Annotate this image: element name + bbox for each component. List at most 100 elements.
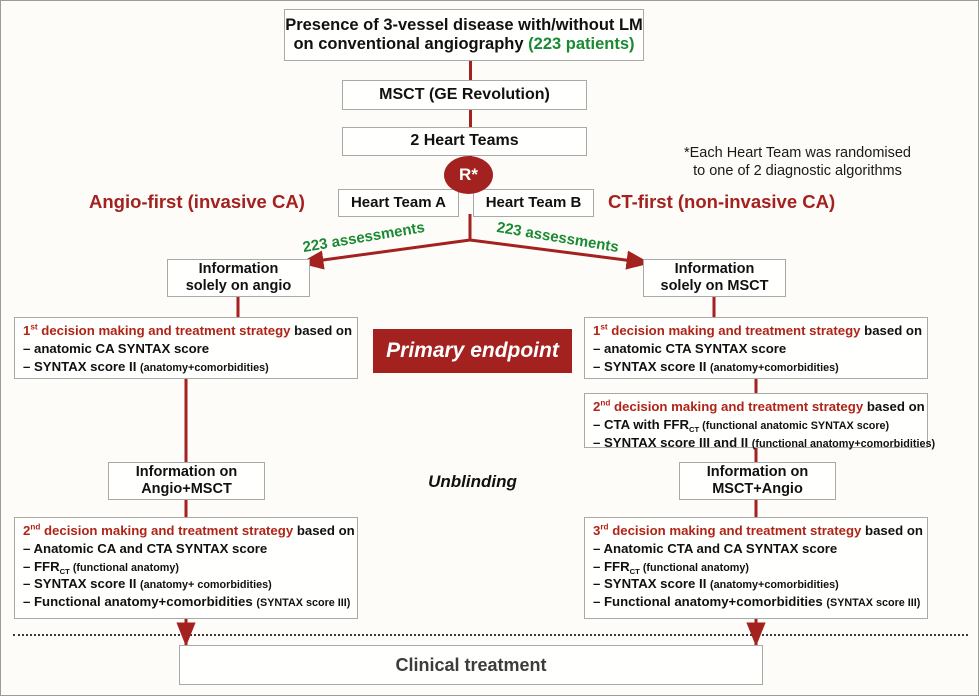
connector-msct-to-teams bbox=[468, 109, 472, 127]
left-decision-1-box: 1st decision making and treatment strate… bbox=[14, 317, 358, 379]
randomisation-label: R* bbox=[459, 165, 478, 184]
patient-count: (223 patients) bbox=[528, 35, 635, 53]
right-dec2-heading-red: decision making and treatment strategy bbox=[610, 399, 864, 414]
right-decision-1-heading: 1st decision making and treatment strate… bbox=[593, 323, 923, 338]
left-dec1-item-0-main: – anatomic CA SYNTAX score bbox=[23, 341, 210, 356]
right-dec2-item-0-small: (functional anatomic SYNTAX score) bbox=[699, 420, 890, 432]
left-info-line1: Information bbox=[198, 261, 279, 278]
right-dec1-item-0-main: – anatomic CTA SYNTAX score bbox=[593, 341, 787, 356]
right-information-box: Information solely on MSCT bbox=[643, 259, 786, 297]
left-dec1-ordinal-suffix: st bbox=[30, 322, 38, 332]
right-dec2-item-1: – SYNTAX score III and II (functional an… bbox=[593, 434, 935, 452]
right-unblinded-line2: MSCT+Angio bbox=[712, 481, 803, 497]
right-dec3-item-0: – Anatomic CTA and CA SYNTAX score bbox=[593, 540, 920, 558]
right-dec2-item-0-sub: CT bbox=[688, 425, 700, 434]
right-dec3-item-2-main: – SYNTAX score II bbox=[593, 576, 711, 592]
right-dec2-item-0-main: – CTA with FFR bbox=[593, 417, 689, 432]
right-dec3-item-1-sub: CT bbox=[629, 566, 640, 576]
right-dec3-item-1: – FFRCT (functional anatomy) bbox=[593, 558, 920, 576]
right-dec1-item-0: – anatomic CTA SYNTAX score bbox=[593, 340, 920, 358]
right-decision-3-box: 3rd decision making and treatment strate… bbox=[584, 517, 928, 619]
right-info-line1: Information bbox=[674, 261, 755, 278]
msct-label: MSCT (GE Revolution) bbox=[379, 85, 550, 103]
primary-endpoint-label: Primary endpoint bbox=[386, 339, 559, 362]
right-dec1-item-1-small: (anatomy+comorbidities) bbox=[710, 361, 839, 374]
randomisation-marker: R* bbox=[444, 156, 493, 194]
left-dec1-heading-red: decision making and treatment strategy bbox=[37, 323, 291, 338]
left-dec2-item-1-small: (functional anatomy) bbox=[69, 561, 179, 574]
footnote-line1: *Each Heart Team was randomised bbox=[683, 145, 911, 161]
left-dec2-ordinal: 2 bbox=[23, 523, 31, 538]
unblinding-separator bbox=[13, 634, 968, 636]
left-dec2-ordinal-suffix: nd bbox=[30, 522, 41, 532]
assessments-right-label: 223 assessments bbox=[495, 219, 620, 256]
right-dec3-item-1-small: (functional anatomy) bbox=[639, 561, 749, 574]
left-dec2-item-1-sub: CT bbox=[59, 566, 70, 576]
randomisation-footnote: *Each Heart Team was randomised to one o… bbox=[665, 144, 930, 180]
right-dec2-ordinal: 2 bbox=[593, 399, 601, 414]
left-dec1-item-1-small: (anatomy+comorbidities) bbox=[140, 361, 269, 374]
right-dec2-item-1-main: – SYNTAX score III and II bbox=[593, 434, 752, 450]
connector-title-to-msct bbox=[468, 60, 472, 81]
msct-scanner-box: MSCT (GE Revolution) bbox=[342, 80, 587, 110]
left-unblinded-line1: Information on bbox=[135, 464, 238, 481]
study-population-line2: on conventional angiography bbox=[293, 35, 529, 53]
heart-team-b-box: Heart Team B bbox=[473, 189, 594, 217]
left-dec2-item-2-small: (anatomy+ comorbidities) bbox=[140, 579, 272, 592]
left-unblinded-line2: Angio+MSCT bbox=[141, 481, 232, 497]
assessments-left-text: 223 assessments bbox=[301, 218, 426, 257]
right-dec2-heading-black: based on bbox=[863, 399, 925, 414]
right-dec3-item-0-main: – Anatomic CTA and CA SYNTAX score bbox=[593, 541, 838, 556]
right-dec1-item-1-main: – SYNTAX score II bbox=[593, 358, 711, 374]
right-decision-3-heading: 3rd decision making and treatment strate… bbox=[593, 523, 923, 538]
left-information-box: Information solely on angio bbox=[167, 259, 310, 297]
right-dec2-item-1-small: (functional anatomy+comorbidities) bbox=[751, 437, 936, 450]
right-dec3-item-3-small: (SYNTAX score III) bbox=[826, 596, 921, 609]
left-dec2-item-3: – Functional anatomy+comorbidities (SYNT… bbox=[23, 593, 350, 611]
right-dec1-heading-red: decision making and treatment strategy bbox=[607, 323, 861, 338]
left-dec2-item-0: – Anatomic CA and CTA SYNTAX score bbox=[23, 540, 350, 558]
left-dec2-item-2: – SYNTAX score II (anatomy+ comorbiditie… bbox=[23, 575, 350, 593]
unblinding-text: Unblinding bbox=[428, 472, 517, 491]
left-dec1-item-0: – anatomic CA SYNTAX score bbox=[23, 340, 350, 358]
left-decision-2-box: 2nd decision making and treatment strate… bbox=[14, 517, 358, 619]
assessments-right-text: 223 assessments bbox=[495, 218, 620, 257]
right-dec1-heading-black: based on bbox=[860, 323, 923, 338]
study-population-line1: Presence of 3-vessel disease with/withou… bbox=[285, 16, 643, 35]
right-decision-1-box: 1st decision making and treatment strate… bbox=[584, 317, 928, 379]
left-dec2-heading-red: decision making and treatment strategy bbox=[40, 523, 294, 538]
right-unblinded-line1: Information on bbox=[706, 464, 809, 481]
clinical-treatment-label: Clinical treatment bbox=[395, 654, 547, 675]
left-dec1-item-1: – SYNTAX score II (anatomy+comorbidities… bbox=[23, 358, 350, 376]
right-dec3-item-3: – Functional anatomy+comorbidities (SYNT… bbox=[593, 593, 920, 611]
heart-team-a-box: Heart Team A bbox=[338, 189, 459, 217]
right-unblinded-information-box: Information on MSCT+Angio bbox=[679, 462, 836, 500]
left-arm-heading-label: Angio-first (invasive CA) bbox=[89, 191, 305, 212]
heart-team-b-label: Heart Team B bbox=[485, 194, 582, 212]
left-dec2-item-1: – FFRCT (functional anatomy) bbox=[23, 558, 350, 576]
left-dec1-item-1-main: – SYNTAX score II bbox=[23, 358, 141, 374]
left-dec2-heading-black: based on bbox=[293, 523, 355, 538]
footnote-line2: to one of 2 diagnostic algorithms bbox=[693, 163, 902, 180]
study-population-box: Presence of 3-vessel disease with/withou… bbox=[284, 9, 644, 61]
primary-endpoint-badge: Primary endpoint bbox=[373, 329, 572, 373]
right-dec1-item-1: – SYNTAX score II (anatomy+comorbidities… bbox=[593, 358, 920, 376]
left-info-line2: solely on angio bbox=[185, 278, 292, 294]
right-dec3-item-2-small: (anatomy+comorbidities) bbox=[710, 579, 839, 592]
right-dec3-item-3-main: – Functional anatomy+comorbidities bbox=[593, 593, 827, 609]
left-dec2-item-1-main: – FFR bbox=[23, 558, 60, 574]
right-dec1-ordinal: 1 bbox=[593, 323, 601, 338]
assessments-left-label: 223 assessments bbox=[301, 219, 426, 256]
left-dec1-heading-black: based on bbox=[290, 323, 353, 338]
right-dec3-item-2: – SYNTAX score II (anatomy+comorbidities… bbox=[593, 575, 920, 593]
right-decision-2-heading: 2nd decision making and treatment strate… bbox=[593, 399, 925, 414]
right-info-line2: solely on MSCT bbox=[660, 278, 769, 294]
right-decision-2-box: 2nd decision making and treatment strate… bbox=[584, 393, 935, 450]
left-decision-2-heading: 2nd decision making and treatment strate… bbox=[23, 522, 355, 538]
heart-team-a-label: Heart Team A bbox=[350, 194, 447, 212]
left-decision-1-heading: 1st decision making and treatment strate… bbox=[23, 322, 353, 338]
heart-teams-label: 2 Heart Teams bbox=[410, 132, 519, 150]
left-dec2-item-0-main: – Anatomic CA and CTA SYNTAX score bbox=[23, 541, 268, 556]
left-dec2-item-3-small: (SYNTAX score III) bbox=[256, 596, 351, 609]
